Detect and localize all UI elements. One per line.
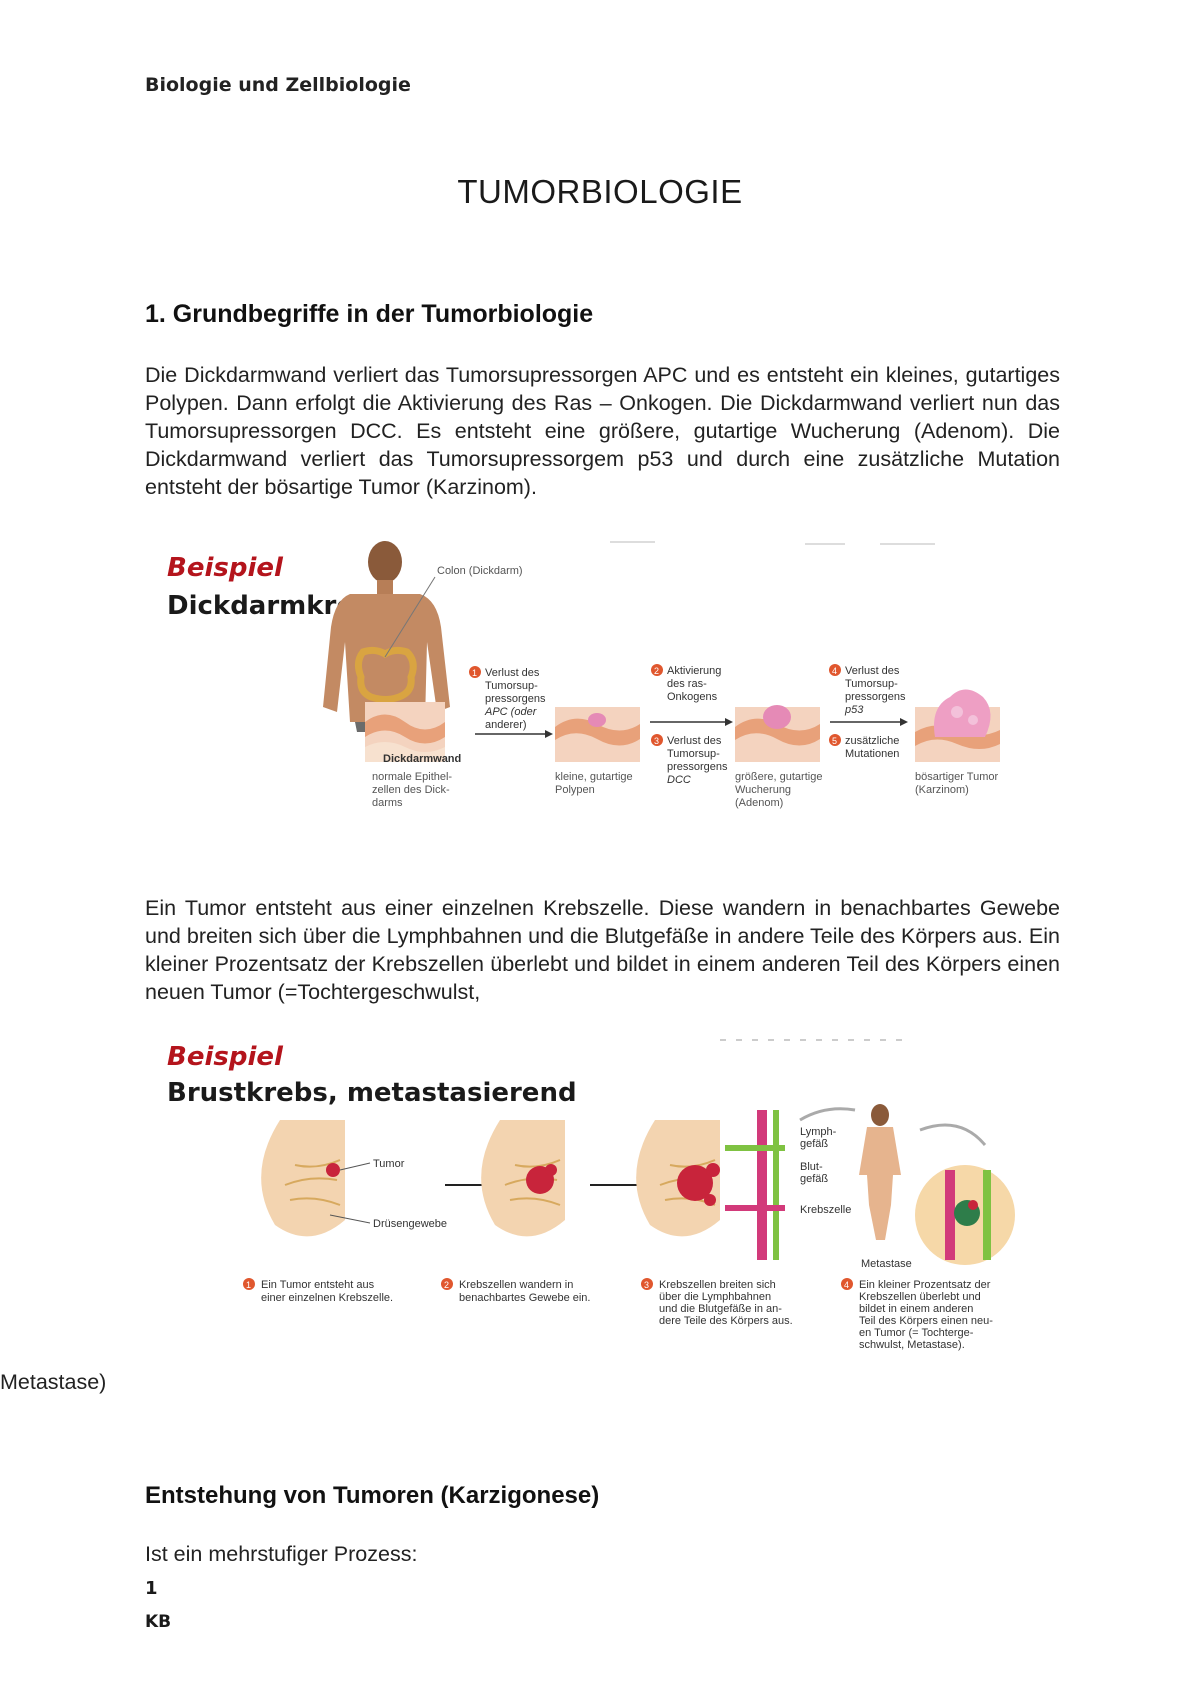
caption2-line2: benachbartes Gewebe ein.	[459, 1292, 590, 1304]
paragraph-dickdarm-text: Die Dickdarmwand verliert das Tumorsupre…	[145, 363, 1060, 499]
step4-line3: pressorgens	[845, 691, 906, 703]
step2-line2: des ras-	[667, 678, 707, 690]
caption3-line3: und die Blutgefäße in an-	[659, 1303, 782, 1315]
step3-line2: Tumorsup-	[667, 748, 720, 760]
caption3-line4: dere Teile des Körpers aus.	[659, 1315, 793, 1327]
caption4-line1: Ein kleiner Prozentsatz der	[859, 1279, 991, 1291]
step2-line1: Aktivierung	[667, 665, 721, 677]
paragraph-dickdarm: Die Dickdarmwand verliert das Tumorsupre…	[145, 361, 1060, 501]
caption1-number: 1	[246, 1280, 251, 1290]
step4-line2: Tumorsup-	[845, 678, 898, 690]
step1-line5: anderer)	[485, 719, 527, 731]
vessel-illustration	[725, 1110, 785, 1260]
page-number: 1	[145, 1578, 158, 1599]
tissue-normal-illustration	[365, 702, 445, 762]
stage3-caption-line2: (Karzinom)	[915, 784, 969, 796]
stage0-caption-line2: zellen des Dick-	[372, 784, 450, 796]
lymph-vessel-label-line2: gefäß	[800, 1138, 828, 1150]
step1-line2: Tumorsup-	[485, 680, 538, 692]
figure2-title-black: Brustkrebs, metastasierend	[167, 1078, 577, 1108]
colon-label: Colon (Dickdarm)	[437, 565, 523, 577]
step2-number: 2	[654, 666, 659, 676]
stage1-caption-line1: kleine, gutartige	[555, 771, 633, 783]
step3-line3: pressorgens	[667, 761, 728, 773]
step1-number: 1	[472, 668, 477, 678]
caption2-line1: Krebszellen wandern in	[459, 1279, 573, 1291]
step3-line1: Verlust des	[667, 735, 722, 747]
stage3-caption-line1: bösartiger Tumor	[915, 771, 998, 783]
step4-line4: p53	[844, 704, 864, 716]
caption1-line2: einer einzelnen Krebszelle.	[261, 1292, 393, 1304]
caption3-line1: Krebszellen breiten sich	[659, 1279, 776, 1291]
figure-colon-cancer: Beispiel Dickdarmkrebs Colon (Dickdarm) …	[167, 541, 1000, 809]
caption4-line5: en Tumor (= Tochterge-	[859, 1327, 974, 1339]
stage0-caption-line3: darms	[372, 797, 403, 809]
caption2-number: 2	[444, 1280, 449, 1290]
caption4-line4: Teil des Körpers einen neu-	[859, 1315, 993, 1327]
stage2-caption-line2: Wucherung	[735, 784, 791, 796]
paragraph-tumor-spread: Ein Tumor entsteht aus einer einzelnen K…	[145, 894, 1060, 1006]
step2-line3: Onkogens	[667, 691, 718, 703]
caption4-line3: bildet in einem anderen	[859, 1303, 973, 1315]
page-title: TUMORBIOLOGIE	[457, 173, 743, 210]
step1-line4: APC (oder	[484, 706, 538, 718]
stage2-caption-line3: (Adenom)	[735, 797, 783, 809]
caption4-line6: schwulst, Metastase).	[859, 1339, 965, 1351]
human-body-illustration	[859, 1104, 901, 1240]
step1-line3: pressorgens	[485, 693, 546, 705]
step5-line2: Mutationen	[845, 748, 899, 760]
blood-vessel-label-line2: gefäß	[800, 1173, 828, 1185]
caption3-number: 3	[644, 1280, 649, 1290]
section-heading-grundbegriffe: 1. Grundbegriffe in der Tumorbiologie	[145, 300, 594, 328]
caption1-line1: Ein Tumor entsteht aus	[261, 1279, 375, 1291]
step5-line1: zusätzliche	[845, 735, 899, 747]
caption3-line2: über die Lymphbahnen	[659, 1291, 771, 1303]
figure-breast-cancer: Beispiel Brustkrebs, metastasierend Tumo…	[167, 1039, 1015, 1351]
breast-illustration-stage3	[636, 1120, 720, 1237]
step4-number: 4	[832, 666, 837, 676]
step5-number: 5	[832, 736, 837, 746]
paragraph-metastase: Metastase)	[0, 1370, 107, 1394]
cancer-cell-label: Krebszelle	[800, 1204, 851, 1216]
tissue-carcinoma-illustration	[915, 689, 1000, 762]
caption4-number: 4	[844, 1280, 849, 1290]
gland-tissue-label: Drüsengewebe	[373, 1218, 447, 1230]
stage2-caption-line1: größere, gutartige	[735, 771, 822, 783]
metastasis-label: Metastase	[861, 1258, 912, 1270]
breast-illustration-stage1	[261, 1120, 345, 1237]
paragraph-tumor-spread-text: Ein Tumor entsteht aus einer einzelnen K…	[145, 896, 1060, 1004]
tumor-label: Tumor	[373, 1158, 405, 1170]
paragraph-mehrstufig: Ist ein mehrstufiger Prozess:	[145, 1542, 418, 1566]
step4-line1: Verlust des	[845, 665, 900, 677]
breast-illustration-stage2	[481, 1120, 565, 1237]
lymph-vessel-label-line1: Lymph-	[800, 1126, 837, 1138]
figure1-title-red: Beispiel	[167, 553, 284, 583]
figure2-title-red: Beispiel	[167, 1042, 284, 1072]
tissue-polyp-illustration	[555, 707, 640, 762]
stage0-caption-line1: normale Epithel-	[372, 771, 452, 783]
tissue-adenoma-illustration	[735, 705, 820, 762]
stage1-caption-line2: Polypen	[555, 784, 595, 796]
caption4-line2: Krebszellen überlebt und	[859, 1291, 981, 1303]
step1-line1: Verlust des	[485, 667, 540, 679]
step3-line4: DCC	[667, 774, 691, 786]
section-heading-entstehung: Entstehung von Tumoren (Karzigonese)	[145, 1482, 600, 1509]
colon-wall-label: Dickdarmwand	[383, 753, 461, 765]
step3-number: 3	[654, 736, 659, 746]
footer-initials: KB	[145, 1612, 172, 1632]
page-header: Biologie und Zellbiologie	[145, 74, 411, 96]
blood-vessel-label-line1: Blut-	[800, 1161, 823, 1173]
metastasis-illustration	[915, 1165, 1015, 1265]
